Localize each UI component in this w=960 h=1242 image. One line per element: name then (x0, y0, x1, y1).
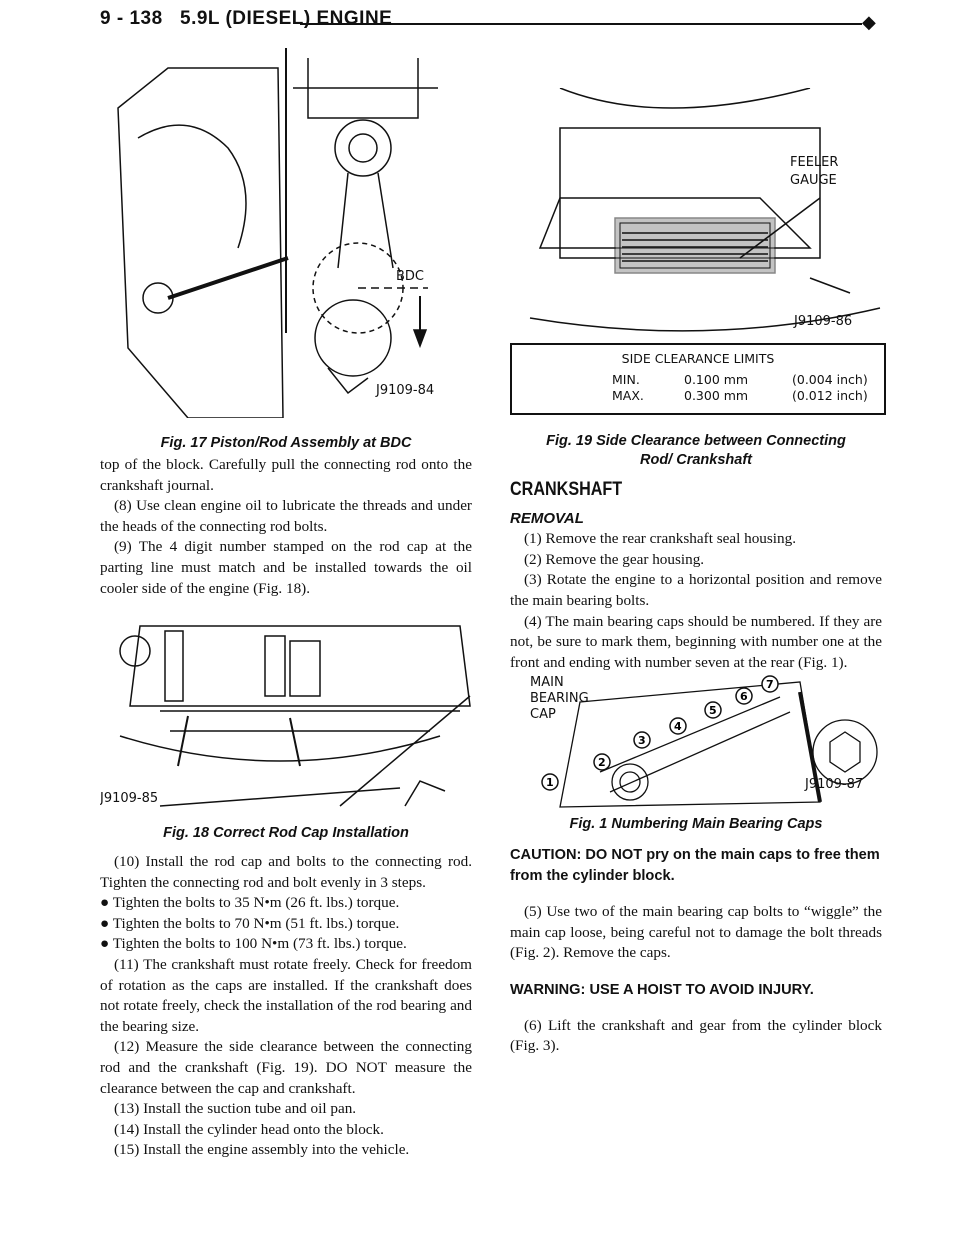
cell: 0.100 mm (684, 372, 749, 387)
step-3: (3) Rotate the engine to a horizontal po… (510, 571, 882, 609)
torque-step-1: ● Tighten the bolts to 35 N•m (26 ft. lb… (100, 894, 400, 912)
caution-note: CAUTION: DO NOT pry on the main caps to … (510, 847, 880, 884)
cell: (0.012 inch) (792, 388, 868, 403)
torque-step-2: ● Tighten the bolts to 70 N•m (51 ft. lb… (100, 914, 400, 932)
fig18-caption: Fig. 18 Correct Rod Cap Installation (163, 825, 409, 841)
fig17-illustration: BDC J9109-84 (117, 48, 438, 418)
feeler-label: FEELER (790, 155, 838, 170)
gauge-label: GAUGE (790, 173, 837, 188)
bdc-label: BDC (396, 269, 424, 284)
step-6: (6) Lift the crankshaft and gear from th… (510, 1016, 882, 1055)
right-text-block: CRANKSHAFT REMOVAL (1) Remove the rear c… (510, 479, 882, 673)
step-8: (8) Use clean engine oil to lubricate th… (100, 497, 472, 535)
cap-label: CAP (530, 707, 556, 722)
diamond-icon: ◆ (862, 12, 876, 33)
table-title: SIDE CLEARANCE LIMITS (621, 351, 775, 366)
step-5: (5) Use two of the main bearing cap bolt… (510, 903, 882, 962)
cap-number: 6 (740, 690, 748, 703)
step-2: (2) Remove the gear housing. (524, 550, 705, 568)
cell: (0.004 inch) (792, 372, 868, 387)
warning-note: WARNING: USE A HOIST TO AVOID INJURY. (510, 981, 814, 998)
left-text-block-2: (10) Install the rod cap and bolts to th… (100, 852, 472, 1161)
page-header: 9 - 138 5.9L (DIESEL) ENGINE (100, 8, 392, 30)
step-14: (14) Install the cylinder head onto the … (114, 1120, 384, 1138)
cap-number: 5 (709, 704, 717, 717)
cap-number: 3 (638, 734, 646, 747)
step-13: (13) Install the suction tube and oil pa… (114, 1100, 357, 1118)
paragraph: top of the block. Carefully pull the con… (100, 456, 472, 494)
step-10: (10) Install the rod cap and bolts to th… (100, 853, 472, 891)
cap-number: 1 (546, 776, 554, 789)
fig18-illustration: J9109-85 (100, 625, 471, 807)
cell: MAX. (612, 388, 644, 403)
table-row: MAX. 0.300 mm (0.012 inch) (512, 388, 884, 404)
fig1-caption: Fig. 1 Numbering Main Bearing Caps (569, 816, 823, 832)
cell: 0.300 mm (684, 388, 749, 403)
fig19-code: J9109-86 (793, 314, 852, 329)
side-clearance-table: SIDE CLEARANCE LIMITS MIN. 0.100 mm (0.0… (510, 343, 886, 415)
header-rule (300, 23, 862, 25)
step-15: (15) Install the engine assembly into th… (114, 1141, 410, 1159)
torque-step-3: ● Tighten the bolts to 100 N•m (73 ft. l… (100, 935, 407, 953)
step-1: (1) Remove the rear crankshaft seal hous… (524, 530, 797, 548)
chapter-title: 5.9L (DIESEL) ENGINE (180, 8, 393, 29)
table-row: MIN. 0.100 mm (0.004 inch) (512, 372, 884, 388)
cap-number: 7 (766, 678, 774, 691)
step-11: (11) The crankshaft must rotate freely. … (100, 955, 472, 1035)
main-label: MAIN (530, 675, 564, 690)
fig19-caption: Fig. 19 Side Clearance between Connectin… (546, 433, 846, 468)
cap-number: 4 (674, 720, 682, 733)
step-9: (9) The 4 digit number stamped on the ro… (100, 538, 472, 597)
fig1-illustration: 1 2 3 4 5 6 7 MAIN BEARING CAP J9109-87 (530, 675, 878, 808)
fig17-caption: Fig. 17 Piston/Rod Assembly at BDC (160, 435, 412, 451)
cap-number: 2 (598, 756, 606, 769)
fig1-code: J9109-87 (804, 777, 863, 792)
section-number: 9 - 138 (100, 8, 163, 29)
right-text-block-2: CAUTION: DO NOT pry on the main caps to … (510, 845, 882, 1057)
step-12: (12) Measure the side clearance between … (100, 1038, 472, 1097)
cell: MIN. (612, 372, 640, 387)
step-4: (4) The main bearing caps should be numb… (510, 612, 882, 671)
left-text-block-1: top of the block. Carefully pull the con… (100, 455, 472, 599)
fig18-code: J9109-85 (100, 791, 158, 806)
bearing-label: BEARING (530, 691, 589, 706)
fig19-illustration: FEELER GAUGE J9109-86 (529, 88, 881, 332)
section-heading: CRANKSHAFT (510, 479, 623, 500)
fig17-code: J9109-84 (375, 383, 434, 398)
subsection-heading: REMOVAL (510, 509, 584, 527)
